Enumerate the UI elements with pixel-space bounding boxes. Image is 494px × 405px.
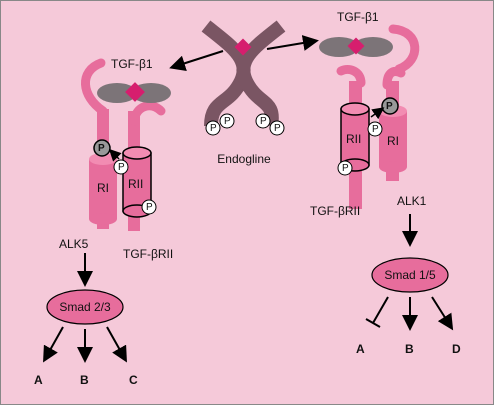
- arrow-to-left-ligand: [169, 50, 224, 71]
- right-ri-cylinder: [379, 111, 407, 167]
- inhibit-smad15-to-a: [372, 296, 389, 324]
- endoglin-strand-right: [236, 20, 286, 128]
- phospho-label: P: [260, 116, 267, 127]
- left-ligand-lobe-left: [97, 83, 137, 103]
- phospho-label: P: [274, 123, 281, 134]
- left-ri-phospho-circle: [93, 139, 111, 157]
- label-alk1: ALK1: [397, 194, 427, 208]
- label-target-left-b: B: [80, 373, 89, 387]
- smad15-ellipse: [371, 257, 449, 293]
- right-extracellular-hook-top: [388, 24, 420, 74]
- phospho-label: P: [210, 123, 217, 134]
- label-target-right-d: D: [452, 342, 461, 356]
- label-target-right-b: B: [405, 342, 414, 356]
- arrow-smad23-to-a: [43, 326, 64, 363]
- right-ri-cylinder-bottom: [379, 161, 407, 173]
- label-smad15: Smad 1/5: [384, 268, 436, 282]
- label-target-left-a: A: [34, 373, 43, 387]
- left-receptor-complex: [81, 58, 171, 231]
- right-rii-phospho-circle-2: [337, 160, 353, 176]
- label-tgfbrii-right: TGF-βRII: [310, 204, 361, 218]
- right-transphosphorylation-arrow: [370, 107, 385, 120]
- right-rii-cylinder-top: [340, 102, 370, 116]
- left-rii-phospho-circle-2: [141, 199, 157, 215]
- left-ri-cylinder: [89, 159, 117, 219]
- phospho-label: P: [224, 116, 231, 127]
- label-ri-right: RI: [387, 134, 399, 148]
- left-ligand-lobe-right: [131, 83, 171, 103]
- phospho-label: P: [342, 163, 349, 174]
- label-rii-left: RII: [128, 177, 144, 191]
- label-tgf-beta1-right: TGF-β1: [337, 10, 379, 24]
- left-ligand-core: [125, 82, 145, 102]
- left-ri-cylinder-bottom: [89, 213, 117, 225]
- right-rii-phospho-circle-1: [367, 121, 383, 137]
- endoglin-dimer: [201, 20, 286, 136]
- label-ri-left: RI: [97, 181, 109, 195]
- label-rii-right: RII: [346, 132, 362, 146]
- smad23-ellipse: [46, 289, 124, 325]
- phospho-label: P: [118, 162, 125, 173]
- left-transphosphorylation-arrow: [108, 148, 122, 162]
- arrow-to-right-ligand: [266, 35, 319, 51]
- label-tgfbrii-left: TGF-βRII: [123, 247, 174, 261]
- phospho-label: P: [386, 101, 393, 112]
- endoglin-phospho-3: [255, 113, 271, 129]
- phospho-label: P: [372, 124, 379, 135]
- endoglin-phospho-1: [205, 120, 221, 136]
- arrow-smad23-to-c: [106, 326, 127, 363]
- phospho-label: P: [98, 143, 105, 154]
- right-receptor-complex: [319, 24, 420, 209]
- right-rii-extracellular-hook: [336, 65, 366, 88]
- inhibit-bar-a: [365, 318, 381, 328]
- label-endoglin: Endogline: [217, 152, 271, 166]
- label-target-right-a: A: [356, 342, 365, 356]
- endoglin-phospho-4: [269, 120, 285, 136]
- right-ligand-lobe-right: [353, 37, 393, 57]
- right-ligand-lobe-left: [319, 37, 359, 57]
- label-tgf-beta1-left: TGF-β1: [111, 57, 153, 71]
- label-alk5: ALK5: [59, 237, 89, 251]
- label-smad23: Smad 2/3: [59, 300, 111, 314]
- left-rii-extracellular-hook: [129, 101, 166, 126]
- left-rii-cylinder-top: [122, 146, 152, 160]
- phospho-label: P: [146, 202, 153, 213]
- endoglin-phospho-2: [219, 113, 235, 129]
- arrow-smad15-to-d: [431, 296, 454, 331]
- left-ri-extracellular-hook: [81, 58, 108, 116]
- label-target-left-c: C: [129, 373, 138, 387]
- right-ri-phospho-circle: [381, 97, 399, 115]
